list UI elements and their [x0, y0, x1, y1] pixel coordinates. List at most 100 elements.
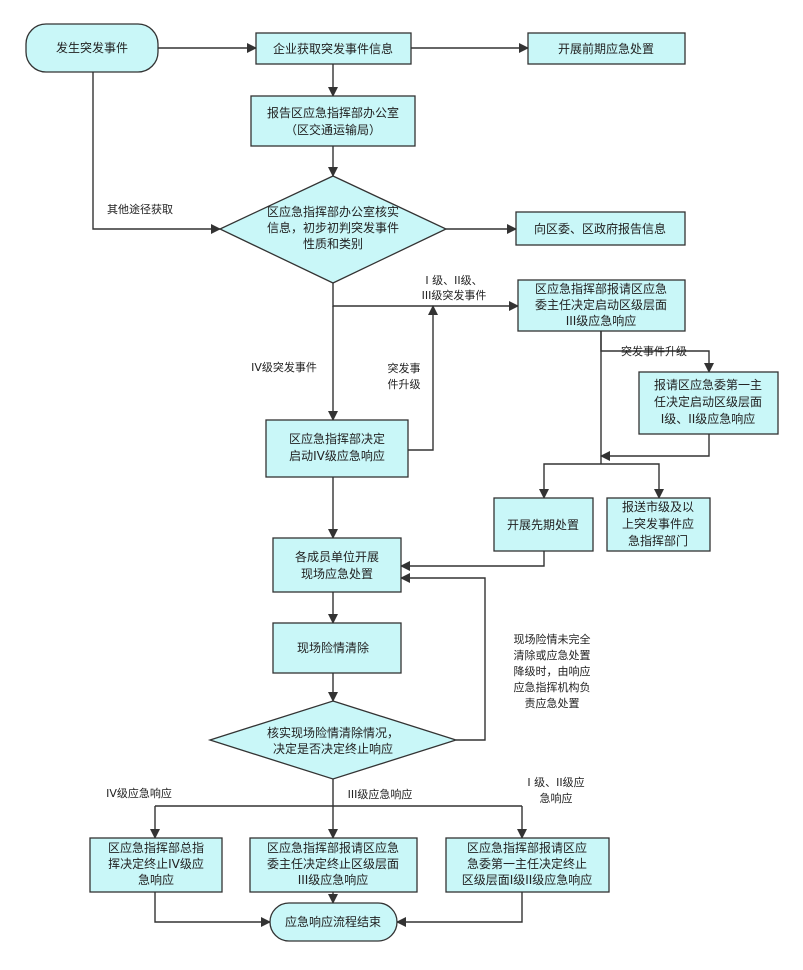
end-level12-node-text-line-3: 区级层面I级II级应急响应	[462, 872, 593, 887]
end-level3-node-text-line-3: III级应急响应	[298, 872, 369, 887]
report-gov-node-text-line-1: 向区委、区政府报告信息	[534, 221, 666, 236]
label-level123-line-2: III级突发事件	[422, 288, 487, 302]
report-gov-node	[515, 211, 686, 246]
first-response-node	[493, 497, 594, 552]
label-not-cleared-line-3: 降级时，由响应	[514, 664, 591, 678]
report-city-node-text-line-3: 急指挥部门	[628, 533, 688, 548]
label-level4-event: IV级突发事件	[251, 360, 317, 374]
edge-committee-return	[600, 434, 710, 461]
decide-end-node	[207, 700, 459, 780]
label-not-cleared-line-4: 应急指挥机构负	[514, 680, 591, 694]
danger-clear-node	[272, 622, 402, 674]
level4-start-node-text-line-2: 启动IV级应急响应	[289, 448, 385, 463]
finish-node	[269, 902, 398, 942]
report-city-node-text: 报送市级及以上突发事件应急指挥部门	[622, 499, 694, 548]
report-office-node	[250, 95, 416, 147]
committee-request-node-text-line-1: 报请区应急委第一主	[654, 377, 762, 392]
district-request-node-text-line-1: 区应急指挥部报请区应急	[535, 281, 667, 296]
units-onsite-node-text: 各成员单位开展现场应急处置	[295, 549, 379, 581]
level4-start-node-text-line-1: 区应急指挥部决定	[289, 431, 385, 446]
end-level3-node-text-line-2: 委主任决定终止区级层面	[267, 856, 399, 871]
label-level12-resp-line-1: I 级、II级应	[527, 775, 584, 789]
edges	[92, 43, 714, 927]
early-response-node	[527, 32, 686, 65]
label-level123: I 级、II级、III级突发事件	[422, 274, 487, 302]
verify-node-text: 区应急指挥部办公室核实信息，初步初判突发事件性质和类别	[267, 204, 399, 251]
nodes	[25, 23, 779, 942]
committee-request-node-text-line-2: 任决定启动区级层面	[654, 394, 762, 409]
edge-split-to-report-city	[601, 463, 664, 499]
district-request-node	[517, 279, 686, 332]
verify-node-text-line-2: 信息，初步初判突发事件	[267, 220, 399, 235]
finish-node-text: 应急响应流程结束	[285, 914, 381, 929]
label-level4-resp-line-1: IV级应急响应	[106, 786, 172, 800]
end-level12-node-text-line-2: 急委第一主任决定终止	[467, 856, 587, 871]
units-onsite-node-text-line-2: 现场应急处置	[301, 566, 373, 581]
report-city-node	[606, 497, 711, 552]
label-not-cleared-line-2: 清除或应急处置	[514, 648, 591, 662]
committee-request-node-text-line-3: I级、II级应急响应	[661, 411, 756, 426]
verify-node-text-line-3: 性质和类别	[303, 237, 363, 251]
label-level12-resp: I 级、II级应急响应	[527, 775, 584, 805]
label-upgrade-left-line-1: 突发事	[388, 361, 421, 375]
edge-split-to-first-response	[539, 463, 601, 499]
edge-level4-upgrade	[408, 305, 438, 451]
decide-end-node-text-line-1: 核实现场险情清除情况，	[267, 725, 399, 740]
node-texts: 发生突发事件 企业获取突发事件信息 开展前期应急处置 报告区应急指挥部办公室 （区…	[56, 40, 762, 929]
first-response-node-text-line-1: 开展先期处置	[507, 518, 579, 532]
units-onsite-node	[272, 537, 402, 593]
report-office-node-text-line-2: （区交通运输局）	[285, 122, 381, 137]
start-node-text-line-1: 发生突发事件	[56, 40, 128, 55]
label-other-channels-line-1: 其他途径获取	[107, 202, 173, 216]
end-level4-node-text-line-1: 区应急指挥部总指	[108, 840, 204, 855]
verify-node	[218, 175, 448, 284]
label-level3-resp-line-1: III级应急响应	[348, 787, 413, 801]
end-level4-node-text-line-3: 急响应	[138, 872, 174, 887]
early-response-node-text-line-1: 开展前期应急处置	[558, 41, 654, 56]
label-level12-resp-line-2: 急响应	[540, 791, 573, 805]
label-level4-resp: IV级应急响应	[106, 786, 172, 800]
end-level4-node-text: 区应急指挥部总指挥决定终止IV级应急响应	[108, 840, 204, 887]
decide-end-node-text: 核实现场险情清除情况，决定是否决定终止响应	[267, 725, 399, 756]
end-level3-node	[249, 837, 418, 893]
report-city-node-text-line-2: 上突发事件应	[622, 516, 694, 531]
label-not-cleared-line-5: 责应急处置	[525, 696, 580, 710]
label-not-cleared: 现场险情未完全清除或应急处置降级时，由响应应急指挥机构负责应急处置	[514, 632, 591, 710]
label-upgrade-left: 突发事件升级	[388, 361, 421, 391]
verify-node-text-line-1: 区应急指挥部办公室核实	[267, 204, 399, 219]
get-info-node-text: 企业获取突发事件信息	[273, 41, 393, 56]
label-other-channels: 其他途径获取	[107, 202, 173, 216]
report-office-node-text-line-1: 报告区应急指挥部办公室	[267, 105, 399, 120]
label-level3-resp: III级应急响应	[348, 787, 413, 801]
district-request-node-text-line-3: III级应急响应	[566, 313, 637, 328]
report-city-node-text-line-1: 报送市级及以	[622, 499, 694, 514]
district-request-node-text-line-2: 委主任决定启动区级层面	[535, 297, 667, 312]
label-level123-line-1: I 级、II级、	[425, 274, 482, 287]
label-upgrade-left-line-2: 件升级	[388, 378, 421, 391]
get-info-node-text-line-1: 企业获取突发事件信息	[273, 41, 393, 56]
decide-end-node-text-line-2: 决定是否决定终止响应	[273, 741, 393, 756]
finish-node-text-line-1: 应急响应流程结束	[285, 914, 381, 929]
label-upgrade-right-line-1: 突发事件升级	[621, 344, 687, 358]
start-node-text: 发生突发事件	[56, 40, 128, 55]
danger-clear-node-text: 现场险情清除	[297, 640, 369, 655]
end-level4-node-text-line-2: 挥决定终止IV级应	[108, 856, 204, 871]
edge-end-level12-to-finish	[396, 892, 523, 927]
level4-start-node	[265, 419, 409, 478]
report-office-node-text: 报告区应急指挥部办公室 （区交通运输局）	[267, 105, 399, 137]
end-level12-node-text: 区应急指挥部报请区应急委第一主任决定终止区级层面I级II级应急响应	[462, 840, 593, 887]
edge-labels: 其他途径获取 I 级、II级、III级突发事件 IV级突发事件 突发事件升级 突…	[106, 202, 687, 805]
edge-first-response-to-units	[400, 551, 545, 571]
level4-start-node-text: 区应急指挥部决定启动IV级应急响应	[289, 431, 385, 463]
report-gov-node-text: 向区委、区政府报告信息	[534, 221, 666, 236]
first-response-node-text: 开展先期处置	[507, 518, 579, 532]
early-response-node-text: 开展前期应急处置	[558, 41, 654, 56]
committee-request-node	[638, 371, 779, 435]
units-onsite-node-text-line-1: 各成员单位开展	[295, 549, 379, 564]
edge-start-to-verify	[92, 72, 221, 234]
label-not-cleared-line-1: 现场险情未完全	[514, 632, 591, 646]
edge-end-level4-to-finish	[154, 892, 271, 927]
